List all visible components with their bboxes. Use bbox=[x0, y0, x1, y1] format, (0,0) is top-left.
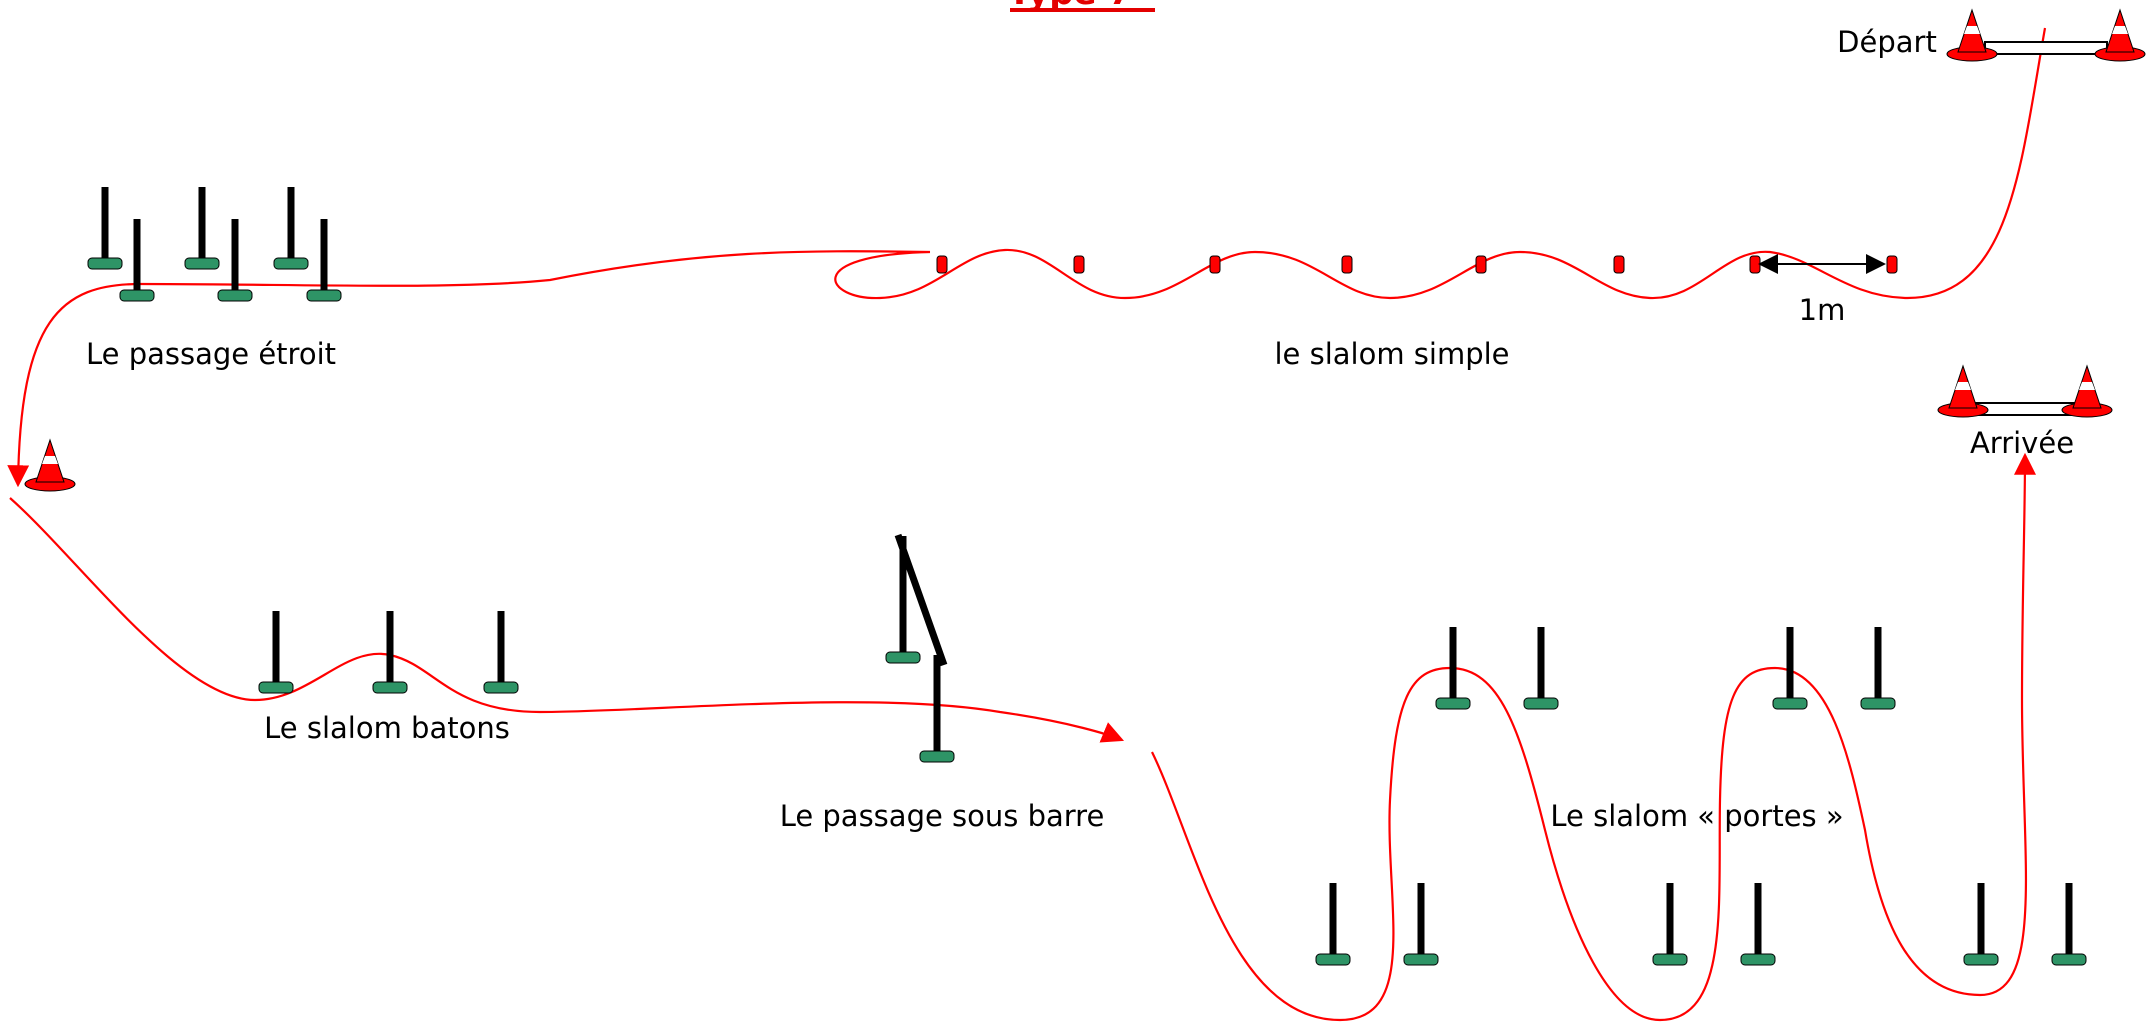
marker-icon bbox=[1475, 255, 1487, 274]
finish-gate bbox=[1937, 364, 2113, 418]
pole-icon bbox=[119, 219, 155, 302]
label-passage-etroit: Le passage étroit bbox=[86, 337, 336, 371]
pole-icon bbox=[1403, 883, 1439, 966]
pole-icon bbox=[885, 536, 921, 664]
pole-icon bbox=[1772, 627, 1808, 710]
pole-icon bbox=[1652, 883, 1688, 966]
cone-icon bbox=[2094, 8, 2146, 62]
pole-icon bbox=[306, 219, 342, 302]
label-slalom-batons: Le slalom batons bbox=[264, 711, 510, 745]
cone-icon bbox=[2061, 364, 2113, 418]
label-slalom-portes: Le slalom « portes » bbox=[1550, 799, 1843, 833]
pole-icon bbox=[372, 611, 408, 694]
pole-icon bbox=[217, 219, 253, 302]
pole-icon bbox=[1435, 627, 1471, 710]
label-slalom-simple: le slalom simple bbox=[1274, 337, 1509, 371]
marker-icon bbox=[1613, 255, 1625, 274]
pole-icon bbox=[1315, 883, 1351, 966]
cone-icon bbox=[1946, 8, 1998, 62]
marker-icon bbox=[1209, 255, 1221, 274]
poles-group bbox=[87, 187, 2087, 966]
marker-icon bbox=[1886, 255, 1898, 274]
course-path bbox=[7, 27, 2047, 1022]
marker-icon bbox=[936, 255, 948, 274]
marker-icon bbox=[1073, 255, 1085, 274]
marker-icon bbox=[1341, 255, 1353, 274]
pole-icon bbox=[1860, 627, 1896, 710]
distance-label: 1m bbox=[1799, 293, 1846, 327]
start-gate bbox=[1946, 8, 2146, 62]
start-label: Départ bbox=[1837, 25, 1937, 59]
pole-icon bbox=[2051, 883, 2087, 966]
cone-icon bbox=[24, 438, 76, 492]
pole-icon bbox=[1523, 627, 1559, 710]
pole-icon bbox=[1740, 883, 1776, 966]
pole-icon bbox=[919, 655, 955, 763]
pole-icon bbox=[258, 611, 294, 694]
marker-icon bbox=[1749, 255, 1761, 274]
pole-icon bbox=[1963, 883, 1999, 966]
slalom-markers bbox=[936, 255, 1898, 274]
under-bar bbox=[894, 533, 948, 667]
pole-icon bbox=[184, 187, 220, 270]
pole-icon bbox=[87, 187, 123, 270]
label-passage-sous-barre: Le passage sous barre bbox=[780, 799, 1105, 833]
finish-label: Arrivée bbox=[1970, 426, 2074, 460]
pole-icon bbox=[483, 611, 519, 694]
cone-icon bbox=[1937, 364, 1989, 418]
pole-icon bbox=[273, 187, 309, 270]
